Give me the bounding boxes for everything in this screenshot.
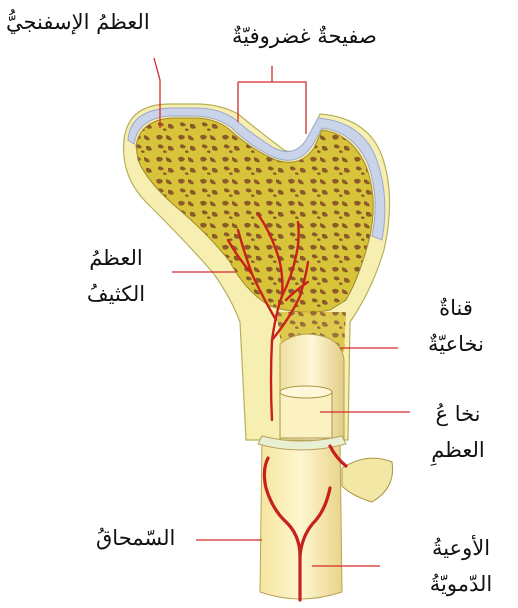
label-blood-vessels: الأوعيةُ الدّمويّةُ <box>416 530 506 602</box>
label-bone-marrow: نخا عُ العظمِ <box>420 396 496 468</box>
bone-marrow-cylinder <box>280 392 332 438</box>
label-medullary-canal: قناةٌ نخاعيّةٌ <box>416 290 496 362</box>
label-periosteum: السّمحاقُ <box>96 520 175 556</box>
label-cartilage-plate: صفيحةٌ غضروفيّةٌ <box>232 18 377 54</box>
label-compact-bone: العظمُ الكثيفُ <box>66 240 166 312</box>
label-spongy-bone: العظمُ الإسفنجيُّ <box>6 4 150 40</box>
periosteum-flap <box>342 458 393 502</box>
